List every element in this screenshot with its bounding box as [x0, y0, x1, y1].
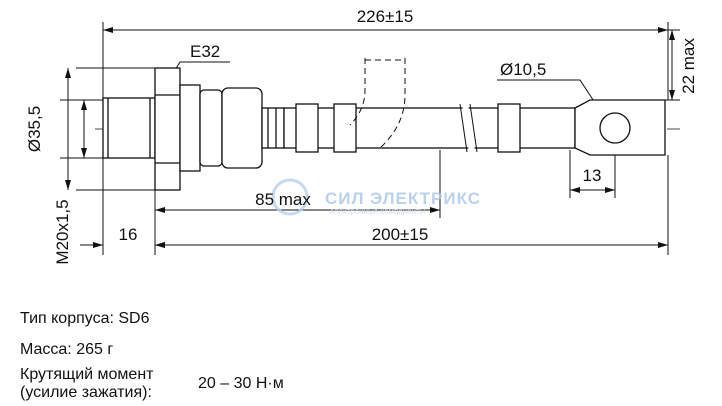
- dim-thread: M20x1,5: [53, 199, 72, 264]
- device-body: [102, 67, 666, 191]
- dim-hole: Ø10,5: [500, 60, 546, 79]
- torque-label-line2: (усилие зажатия):: [20, 384, 152, 401]
- torque-value: 20 – 30 Н·м: [198, 375, 284, 392]
- dim-lug-height: 22 max: [679, 38, 698, 94]
- svg-text:СИЛ ЭЛЕКТРИКС: СИЛ ЭЛЕКТРИКС: [325, 189, 481, 208]
- label-hex: E32: [190, 42, 220, 61]
- torque-label: Крутящий момент (усилие зажатия):: [20, 366, 153, 402]
- case-type: Тип корпуса: SD6: [20, 310, 150, 327]
- hex-flange: [154, 67, 181, 191]
- ceramic-housing: [221, 87, 263, 169]
- nut: [179, 84, 201, 172]
- mounting-hole: [599, 112, 631, 144]
- watermark-logo: СИЛ ЭЛЕКТРИКС электронные компоненты: [271, 178, 481, 216]
- torque-label-line1: Крутящий момент: [20, 366, 154, 383]
- svg-text:электронные компоненты: электронные компоненты: [330, 207, 426, 216]
- dim-total-length: 226±15: [357, 7, 414, 26]
- dim-thread-length: 16: [119, 225, 138, 244]
- dim-lug-offset: 13: [583, 166, 602, 185]
- alt-lead-position: [349, 58, 366, 126]
- dim-lead-length: 200±15: [372, 225, 429, 244]
- dim-flange-diameter: Ø35,5: [25, 106, 44, 152]
- threaded-stud: [102, 97, 156, 159]
- mass: Масса: 265 г: [20, 341, 114, 358]
- dim-body-max: 85 max: [255, 190, 311, 209]
- flexible-lead: [283, 107, 576, 149]
